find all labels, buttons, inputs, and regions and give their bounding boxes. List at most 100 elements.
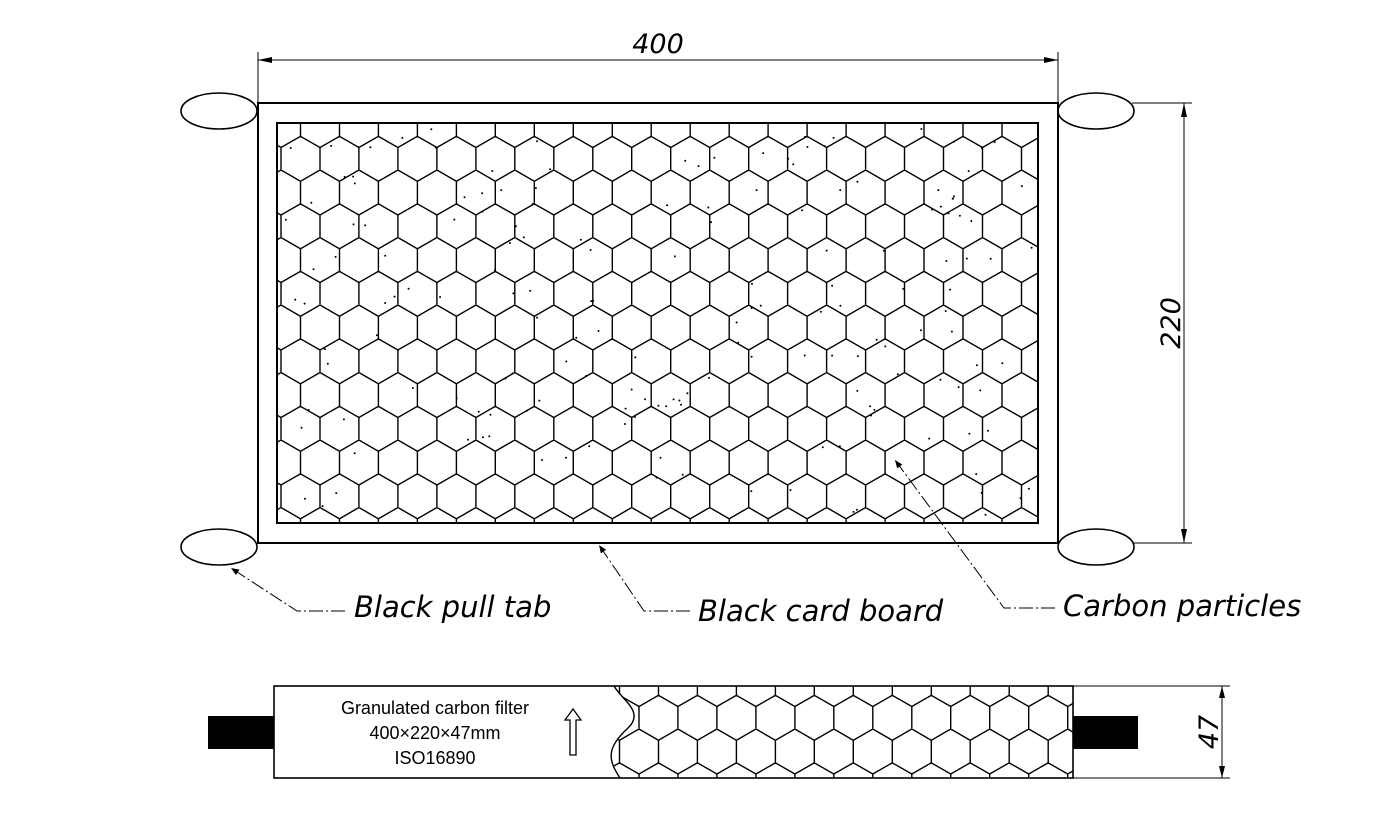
carbon-particle-dot: [950, 330, 953, 333]
carbon-particle-dot: [375, 334, 378, 337]
carbon-particle-dot: [634, 356, 637, 359]
carbon-particle-dot: [401, 137, 404, 139]
carbon-particle-dot: [975, 473, 978, 476]
side-label-line3: ISO16890: [394, 748, 475, 768]
carbon-particle-dot: [1020, 185, 1023, 188]
carbon-particle-dot: [787, 157, 790, 160]
carbon-particle-dot: [819, 310, 822, 313]
carbon-particle-dot: [481, 192, 484, 195]
carbon-particle-dot: [665, 405, 668, 408]
carbon-particle-dot: [481, 436, 484, 439]
carbon-particle-dot: [751, 282, 753, 285]
carbon-particle-dot: [515, 225, 517, 228]
carbon-particle-dot: [342, 418, 345, 421]
carbon-particle-dot: [549, 168, 552, 171]
carbon-particle-dot: [585, 374, 588, 377]
carbon-particle-dot: [488, 435, 491, 438]
pull-tab-bottom-right: [1057, 528, 1135, 566]
carbon-particle-dot: [303, 302, 306, 305]
carbon-particle-dot: [588, 445, 591, 448]
carbon-particle-dot: [522, 236, 525, 239]
carbon-particle-dot: [1001, 362, 1004, 365]
carbon-particle-dot: [1027, 487, 1030, 490]
carbon-particle-dot: [312, 268, 315, 271]
carbon-particle-dot: [987, 429, 989, 432]
carbon-particle-dot: [792, 163, 795, 166]
carbon-particle-dot: [335, 492, 338, 495]
carbon-particle-dot: [931, 208, 933, 211]
carbon-particle-dot: [839, 189, 842, 192]
carbon-particle-dot: [536, 316, 539, 319]
carbon-particle-dot: [967, 170, 970, 173]
side-label-line1: Granulated carbon filter: [341, 698, 529, 718]
carbon-particle-dot: [953, 195, 955, 198]
carbon-particle-dot: [310, 201, 313, 204]
carbon-particle-dot: [326, 362, 329, 365]
carbon-particle-dot: [831, 354, 834, 357]
side-pull-tab-right: [1073, 716, 1138, 749]
carbon-particle-dot: [939, 205, 942, 208]
carbon-particle-dot: [869, 405, 872, 408]
carbon-particle-dot: [928, 437, 931, 440]
height-dimension: 220: [1132, 102, 1192, 544]
pull-tab-bottom-left: [180, 528, 258, 566]
carbon-particle-dot: [477, 410, 480, 413]
carbon-particle-dot: [970, 220, 973, 222]
carbon-particle-dot: [713, 156, 716, 159]
carbon-particle-dot: [284, 218, 287, 221]
carbon-particle-dot: [657, 404, 660, 407]
carbon-particle-dot: [1030, 246, 1033, 249]
carbon-particle-dot: [884, 345, 887, 348]
carbon-particle-dot: [630, 388, 633, 391]
carbon-particle-dot: [307, 409, 310, 411]
carbon-particle-dot: [755, 189, 758, 192]
height-dimension-label: 220: [1156, 297, 1187, 349]
carbon-particle-dot: [975, 364, 978, 367]
carbon-particle-dot: [856, 389, 859, 392]
carbon-particle-dot: [855, 508, 858, 511]
callout-card-board: Black card board: [598, 544, 944, 628]
carbon-particle-dot: [821, 446, 824, 449]
carbon-particle-dot: [435, 146, 438, 149]
carbon-particle-dot: [762, 152, 765, 155]
carbon-particle-dot: [494, 268, 496, 271]
carbon-particle-dot: [920, 128, 923, 130]
carbon-particle-dot: [1019, 497, 1022, 500]
carbon-particle-dot: [823, 145, 826, 148]
carbon-particle-dot: [678, 399, 681, 402]
carbon-particle-dot: [945, 260, 948, 262]
carbon-particle-dot: [952, 197, 955, 200]
callout-pull-tab-label: Black pull tab: [354, 590, 551, 624]
carbon-particle-dot: [321, 505, 324, 508]
side-honeycomb: [611, 686, 1073, 778]
carbon-particle-dot: [590, 300, 593, 303]
carbon-particle-dot: [803, 354, 806, 357]
carbon-particle-dot: [589, 249, 592, 251]
carbon-particle-dot: [968, 432, 971, 435]
carbon-particle-dot: [759, 304, 762, 307]
carbon-particle-dot: [697, 165, 700, 168]
carbon-particle-dot: [659, 456, 662, 459]
carbon-particle-dot: [467, 438, 469, 441]
carbon-particle-dot: [737, 341, 740, 344]
carbon-particle-dot: [334, 255, 337, 258]
callout-carbon: Carbon particles: [894, 459, 1301, 623]
carbon-particle-dot: [384, 302, 387, 304]
carbon-particle-dot: [680, 403, 682, 406]
carbon-particle-dot: [804, 135, 806, 138]
carbon-particle-dot: [289, 147, 292, 149]
carbon-particle-dot: [902, 287, 905, 290]
carbon-particle-dot: [597, 330, 600, 332]
carbon-particle-dot: [708, 376, 710, 379]
carbon-particle-dot: [565, 360, 568, 363]
carbon-particle-dot: [534, 187, 537, 190]
carbon-particle-dot: [330, 144, 333, 147]
carbon-particle-dot: [979, 389, 982, 392]
depth-dimension: 47: [1073, 685, 1230, 779]
carbon-particle-dot: [294, 298, 297, 301]
carbon-particle-dot: [411, 387, 414, 389]
honeycomb-border: [276, 122, 1039, 524]
carbon-particle-dot: [504, 377, 507, 380]
carbon-particle-dot: [896, 373, 899, 376]
